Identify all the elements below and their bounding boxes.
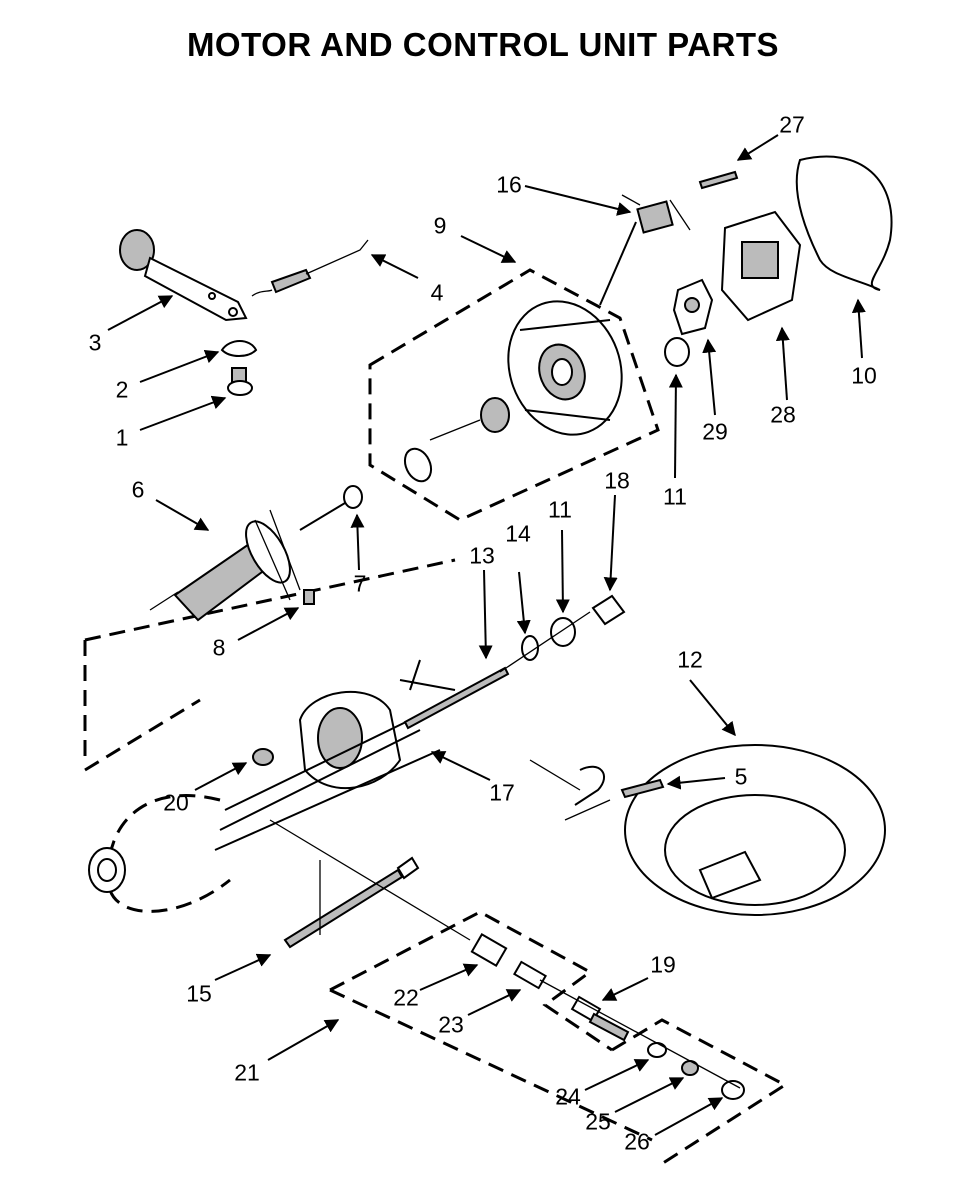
part-19-spring — [570, 995, 630, 1042]
part-26-cap — [721, 1080, 745, 1100]
callout-16: 16 — [496, 171, 522, 198]
part-11-nut-upper — [664, 337, 690, 367]
motor-housing-rear — [88, 847, 126, 893]
callout-17: 17 — [489, 779, 515, 806]
callout-25: 25 — [585, 1108, 611, 1135]
callout-5: 5 — [734, 763, 748, 790]
part-25-screw — [681, 1060, 699, 1076]
callout-12: 12 — [677, 646, 703, 673]
part-20-set-screw — [252, 748, 274, 766]
callout-11-lower: 11 — [548, 496, 572, 523]
part-8-brush — [303, 589, 315, 605]
part-29-phase-control — [672, 278, 714, 336]
part-24-nut — [647, 1042, 667, 1058]
callout-8: 8 — [212, 634, 226, 661]
callout-15: 15 — [186, 980, 212, 1007]
callout-1: 1 — [115, 424, 129, 451]
part-12-power-cord — [529, 744, 886, 916]
part-18-spacer — [591, 594, 626, 626]
callout-10: 10 — [851, 362, 877, 389]
callout-6: 6 — [131, 476, 145, 503]
part-9-retaining-ring — [403, 447, 433, 483]
part-28-control-board — [720, 210, 802, 322]
part-2-clip — [220, 340, 258, 357]
callout-26: 26 — [624, 1128, 650, 1155]
group-outline-24-26 — [611, 1018, 788, 1167]
callout-2: 2 — [115, 376, 129, 403]
callout-18: 18 — [604, 467, 630, 494]
group-outline-housing — [83, 558, 456, 772]
part-5-screw — [620, 778, 665, 799]
part-7-washer — [343, 485, 363, 509]
part-16-switch — [599, 194, 691, 306]
part-27-screw — [698, 170, 739, 190]
group-outline-housing-shell — [107, 794, 231, 913]
callout-22: 22 — [393, 984, 419, 1011]
callout-14: 14 — [505, 520, 531, 547]
callout-20: 20 — [163, 789, 189, 816]
callout-7: 7 — [353, 570, 367, 597]
callout-11-upper: 11 — [663, 483, 687, 510]
callout-4: 4 — [430, 279, 444, 306]
callout-27: 27 — [779, 111, 805, 138]
part-11-nut-lower — [550, 617, 576, 647]
part-13-rod — [403, 666, 510, 730]
part-22-bushing — [470, 932, 508, 968]
part-9-motor-bracket — [429, 300, 623, 441]
callout-28: 28 — [770, 401, 796, 428]
callout-23: 23 — [438, 1011, 464, 1038]
page-title: MOTOR AND CONTROL UNIT PARTS — [186, 26, 780, 63]
part-23-spacer — [513, 960, 547, 990]
part-15-rod — [283, 856, 420, 949]
part-1-screw — [227, 367, 253, 396]
part-4-spring — [251, 239, 369, 297]
callout-19: 19 — [650, 951, 676, 978]
callout-9: 9 — [433, 212, 447, 239]
part-10-gasket — [795, 155, 893, 291]
group-outline-21 — [329, 910, 653, 1142]
part-3-speed-control-lever — [119, 229, 248, 322]
callout-21: 21 — [234, 1059, 260, 1086]
group-outline-9 — [368, 268, 660, 522]
callout-3: 3 — [88, 329, 102, 356]
part-17-field — [214, 659, 456, 851]
callout-29: 29 — [702, 418, 728, 445]
part-6-armature — [149, 499, 351, 622]
callout-13: 13 — [469, 542, 495, 569]
leader-arrows — [107, 134, 866, 1136]
callout-24: 24 — [555, 1083, 581, 1110]
